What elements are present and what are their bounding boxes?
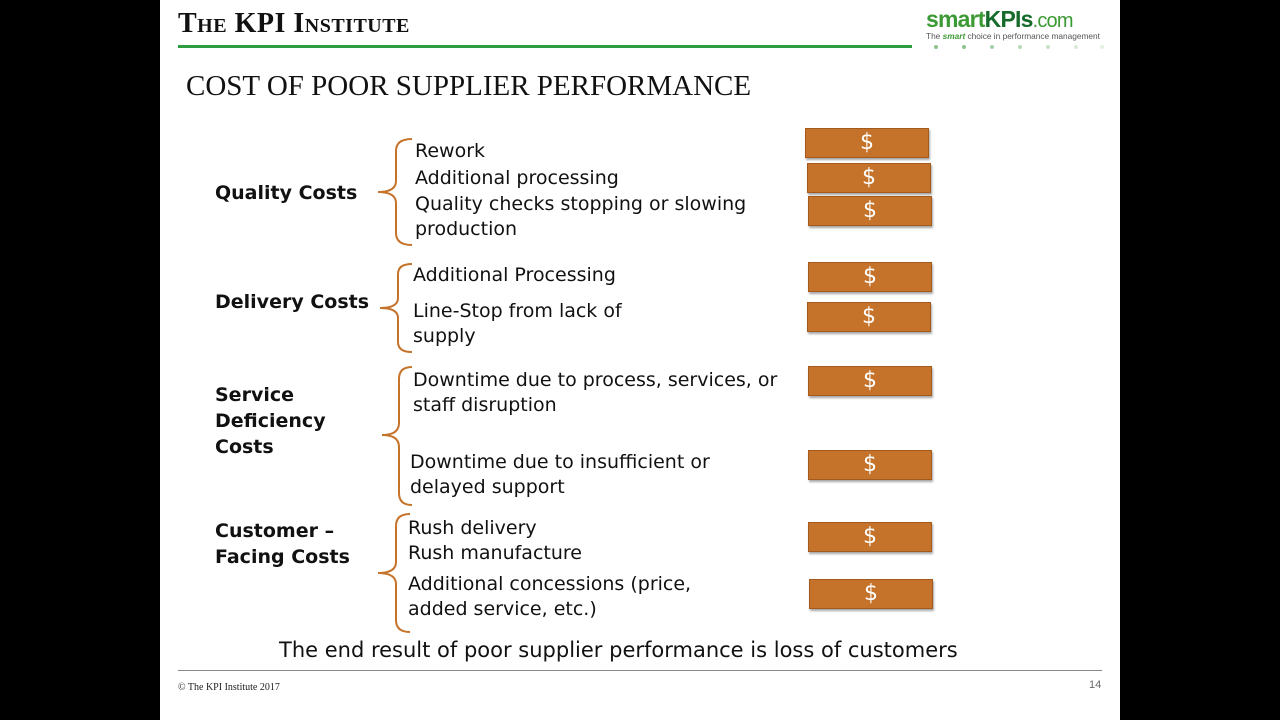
page-number: 14	[1089, 679, 1102, 691]
brand-title: The KPI Institute	[178, 8, 410, 39]
cost-box-rush: $	[808, 522, 932, 552]
item-downtime-support-cont: delayed support	[410, 476, 565, 498]
header-divider	[178, 45, 912, 48]
item-additional-processing-delivery: Additional Processing	[413, 264, 616, 286]
category-service-deficiency-costs: Service Deficiency Costs	[215, 384, 326, 458]
item-downtime-process: Downtime due to process, services, or	[413, 369, 778, 391]
brace-quality	[377, 138, 413, 246]
item-additional-processing: Additional processing	[415, 167, 619, 189]
logo-kpis: KPIs	[984, 6, 1034, 32]
item-rush-manufacture: Rush manufacture	[408, 542, 582, 564]
copyright: © The KPI Institute 2017	[178, 682, 280, 693]
cost-box-additional-processing: $	[807, 163, 931, 193]
cost-box-concessions: $	[809, 579, 933, 609]
item-quality-checks: Quality checks stopping or slowing	[415, 193, 747, 215]
brace-customer	[377, 513, 411, 633]
category-quality-costs: Quality Costs	[215, 182, 358, 204]
item-quality-checks-cont: production	[415, 218, 518, 240]
cost-box-rework: $	[805, 128, 929, 158]
cost-box-delivery-processing: $	[808, 262, 932, 292]
smartkpis-logo: smartKPIs.com The smart choice in perfor…	[926, 6, 1106, 41]
item-line-stop-cont: supply	[413, 325, 476, 347]
item-additional-concessions-cont: added service, etc.)	[408, 598, 597, 620]
logo-com: .com	[1032, 10, 1074, 32]
brace-delivery	[379, 263, 413, 353]
cost-box-downtime-process: $	[808, 366, 932, 396]
item-rework: Rework	[415, 140, 486, 162]
slide: The KPI Institute smartKPIs.com The smar…	[160, 0, 1120, 720]
cost-box-line-stop: $	[807, 302, 931, 332]
category-delivery-costs: Delivery Costs	[215, 291, 370, 313]
item-downtime-process-cont: staff disruption	[413, 394, 557, 416]
logo-smart: smart	[926, 6, 985, 32]
category-customer-facing-costs: Customer – Facing Costs	[215, 520, 350, 568]
footer-divider	[178, 670, 1102, 671]
cost-box-downtime-support: $	[808, 450, 932, 480]
slide-title: COST OF POOR SUPPLIER PERFORMANCE	[186, 70, 752, 102]
logo-tagline: The smart choice in performance manageme…	[926, 31, 1100, 41]
conclusion-text: The end result of poor supplier performa…	[279, 638, 958, 662]
cost-box-quality-checks: $	[808, 196, 932, 226]
item-downtime-support: Downtime due to insufficient or	[410, 451, 710, 473]
item-line-stop: Line-Stop from lack of	[413, 300, 622, 322]
brace-service	[381, 366, 413, 506]
item-rush-delivery: Rush delivery	[408, 517, 537, 539]
item-additional-concessions: Additional concessions (price,	[408, 573, 692, 595]
